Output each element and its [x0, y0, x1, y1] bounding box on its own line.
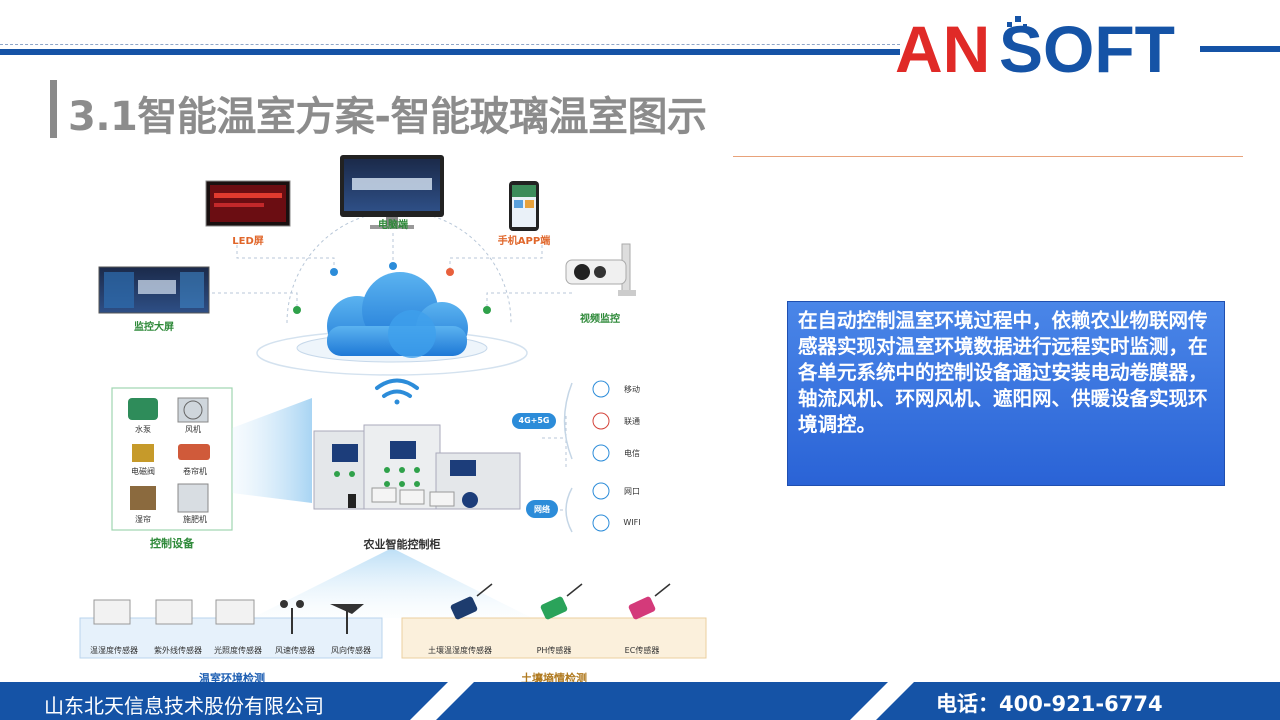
- network-side: [512, 380, 610, 533]
- page-title: 3.1智能温室方案-智能玻璃温室图示: [68, 94, 707, 140]
- device-wet-curtain: 湿帘: [135, 515, 151, 524]
- sensor-wind-speed: 风速传感器: [275, 646, 315, 655]
- monitoring-screen-device: [98, 266, 210, 314]
- header-rule-right: [1200, 46, 1280, 52]
- device-valve: 电磁阀: [131, 467, 155, 476]
- label-cabinet: 农业智能控制柜: [363, 538, 441, 551]
- label-led: LED屏: [232, 236, 264, 247]
- header-rule: [0, 49, 900, 55]
- label-pc: 电脑端: [378, 220, 408, 231]
- label-control-devices: 控制设备: [150, 537, 194, 550]
- net-mobile: 移动: [624, 385, 640, 394]
- badge-network: 网络: [534, 505, 550, 514]
- cloud-icon: [327, 272, 468, 358]
- orbit-dot-pc: [389, 262, 397, 270]
- sensor-temp-humidity: 温湿度传感器: [90, 646, 138, 655]
- title-underline: [733, 156, 1243, 157]
- net-telecom: 电信: [624, 449, 640, 458]
- soil-sensor-bar: [401, 617, 707, 659]
- label-screen: 监控大屏: [134, 322, 174, 333]
- greenhouse-sensor-icons: [93, 599, 364, 634]
- ansoft-logo: AN SOFT: [895, 14, 1175, 78]
- net-wifi: WIFI: [623, 518, 641, 527]
- soil-sensor-icons: [450, 583, 671, 620]
- badge-4g5g: 4G+5G: [518, 416, 550, 425]
- sensor-fan: [252, 548, 532, 618]
- device-roller: 卷帘机: [183, 467, 207, 476]
- sensor-wind-direction: 风向传感器: [331, 646, 371, 655]
- sensor-ec: EC传感器: [624, 646, 660, 655]
- logo-text-an: AN: [895, 14, 990, 78]
- header-dashed-line: [0, 44, 900, 45]
- net-ethernet: 网口: [624, 487, 640, 496]
- control-fan: [232, 398, 312, 503]
- diagram-graphics: [79, 155, 707, 659]
- orbit-dot-app: [446, 268, 454, 276]
- logo-text-soft: SOFT: [999, 14, 1175, 78]
- pc-monitor-device: [340, 155, 444, 229]
- device-fertilizer: 施肥机: [183, 515, 207, 524]
- sensor-light: 光照度传感器: [214, 646, 262, 655]
- sensor-soil-temp-humidity: 土壤温湿度传感器: [428, 646, 492, 655]
- label-greenhouse-detection: 温室环境检测: [199, 672, 265, 685]
- footer-band: [0, 682, 1280, 720]
- description-box: 在自动控制温室环境过程中，依赖农业物联网传感器实现对温室环境数据进行远程实时监测…: [787, 301, 1225, 486]
- badge-network-bg: [526, 500, 558, 518]
- orbit-dot-led: [330, 268, 338, 276]
- device-fan: 风机: [185, 425, 201, 434]
- sensor-uv: 紫外线传感器: [154, 646, 202, 655]
- label-app: 手机APP端: [497, 236, 551, 247]
- camera-device: [565, 243, 636, 296]
- label-video: 视频监控: [580, 314, 620, 325]
- wifi-icon: [375, 378, 419, 405]
- sensor-ph: PH传感器: [536, 646, 572, 655]
- label-soil-detection: 土壤墒情检测: [521, 672, 587, 685]
- footer-phone: 电话：400-921-6774: [936, 692, 1163, 716]
- orbit-dot-video: [483, 306, 491, 314]
- control-cabinet: [313, 424, 521, 510]
- badge-4g5g-bg: [512, 413, 556, 429]
- device-pump: 水泵: [135, 425, 151, 434]
- greenhouse-sensor-bar: [79, 617, 383, 659]
- orbit-dot-screen: [293, 306, 301, 314]
- control-device-icons: [128, 397, 210, 513]
- net-unicom: 联通: [624, 417, 640, 426]
- footer-company: 山东北天信息技术股份有限公司: [44, 694, 324, 718]
- phone-device: [509, 181, 539, 231]
- title-accent-bar: [50, 80, 57, 138]
- led-screen-device: [205, 180, 291, 227]
- system-diagram: LED屏 电脑端 手机APP端 监控大屏 视频监控 水泵 风机 电磁阀 卷帘机 …: [52, 148, 733, 696]
